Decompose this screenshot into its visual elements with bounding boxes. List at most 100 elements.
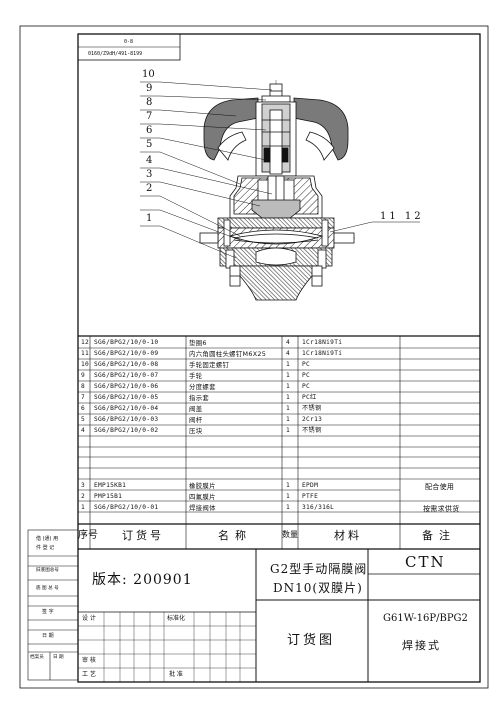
bom-cell-code: SG6/BPG2/10/0-08 — [94, 360, 159, 368]
title-block-lines — [78, 549, 480, 682]
bom-cell-qty: 1 — [286, 481, 291, 489]
balloon-5: 5 — [146, 139, 153, 150]
bom-cell-code: SG6/BPG2/10/0-09 — [94, 349, 159, 357]
bom-cell-material: 1Cr18Ni9Ti — [302, 338, 343, 346]
bom-cell-qty: 4 — [286, 349, 291, 357]
bom-cell-name: 四氟膜片 — [189, 492, 216, 501]
bom-cell-material: PTFE — [302, 492, 319, 500]
balloon-4: 4 — [146, 155, 153, 166]
bom-header-note: 备注 — [422, 529, 456, 542]
bom-cell-code: SG6/BPG2/10/0-05 — [94, 393, 159, 401]
valve-assembly-drawing — [199, 80, 355, 301]
review-label: 审 核 — [82, 657, 96, 664]
process-label: 工 艺 — [82, 671, 96, 678]
bom-header-name: 名称 — [218, 529, 252, 542]
bom-cell-no: 2 — [81, 492, 86, 500]
bom-cell-name: 指示套 — [189, 393, 210, 402]
date-label: 日 期 — [42, 633, 54, 639]
bom-cell-no: 7 — [81, 393, 86, 401]
bom-cell-name: 阀杆 — [189, 415, 203, 424]
order-drawing-label: 订货图 — [287, 633, 336, 648]
version-label: 版本: 200901 — [92, 572, 193, 588]
bom-cell-code: SG6/BPG2/10/0-06 — [94, 382, 159, 390]
bom-cell-code: SG6/BPG2/10/0-03 — [94, 415, 159, 423]
used-on-label: 借 (通) 用 — [36, 536, 59, 542]
bom-cell-code: SG6/BPG2/10/0-07 — [94, 371, 159, 379]
top-code-line1: 0-8 — [124, 39, 134, 45]
bom-cell-no: 3 — [81, 481, 86, 489]
standardize-label: 标准化 — [167, 615, 186, 622]
bom-cell-material: PC — [302, 360, 311, 368]
model-line2: 焊接式 — [402, 639, 441, 652]
date2-label: 日 期 — [53, 655, 64, 660]
left-strip-lines — [27, 529, 79, 681]
title-line2: DN10(双膜片) — [273, 581, 363, 595]
approve-label: 批 准 — [169, 671, 183, 678]
balloon-2: 2 — [146, 183, 153, 194]
top-code-line2: 0160/Z9dH/491-8199 — [88, 51, 143, 57]
bom-header-no: 序号 — [78, 530, 98, 541]
bom-cell-qty: 1 — [286, 426, 291, 434]
design-label: 设 计 — [82, 615, 96, 622]
bom-cell-no: 8 — [81, 382, 86, 390]
parts-register-label: 件 登 记 — [36, 545, 55, 551]
bom-note-row1: 按需求供货 — [423, 505, 460, 513]
bom-cell-material: EPDM — [302, 481, 319, 489]
bom-cell-name: 垫圈6 — [189, 338, 207, 347]
bom-cell-code: SG6/BPG2/10/0-10 — [94, 338, 159, 346]
bom-header-code: 订货号 — [122, 529, 164, 542]
bom-cell-name: 内六角圆柱头螺钉M6X25 — [189, 349, 267, 358]
leader-lines — [140, 81, 420, 259]
bom-cell-qty: 1 — [286, 492, 291, 500]
bom-cell-no: 5 — [81, 415, 86, 423]
archive-label: 档案员 — [30, 655, 44, 660]
bom-cell-name: 阀盖 — [189, 404, 203, 413]
bom-cell-code: SG6/BPG2/10/0-02 — [94, 426, 159, 434]
bom-header-qty: 数量 — [282, 530, 298, 539]
model-line1: G61W-16P/BPG2 — [383, 613, 468, 624]
balloon-7: 7 — [146, 111, 153, 122]
company-name: CTN — [405, 553, 446, 571]
bom-cell-qty: 1 — [286, 371, 291, 379]
bom-cell-material: PC — [302, 382, 311, 390]
bom-cell-no: 11 — [81, 349, 90, 357]
bom-cell-name: 手轮 — [189, 371, 203, 380]
bom-cell-no: 4 — [81, 426, 86, 434]
bom-note-combined: 配合使用 — [425, 483, 455, 491]
bom-cell-qty: 1 — [286, 415, 291, 423]
bom-cell-material: 2Cr13 — [302, 415, 323, 423]
bom-cell-material: 不锈钢 — [302, 426, 322, 434]
bom-cell-name: 压块 — [189, 426, 203, 435]
bom-cell-no: 6 — [81, 404, 86, 412]
balloon-8: 8 — [146, 97, 153, 108]
balloon-10: 10 — [142, 69, 155, 80]
bom-cell-qty: 1 — [286, 404, 291, 412]
bom-cell-name: 焊接阀体 — [189, 503, 216, 512]
bom-cell-name: 分度螺套 — [189, 382, 216, 391]
balloon-1: 1 — [146, 213, 153, 224]
balloon-9: 9 — [146, 83, 153, 94]
bom-cell-qty: 1 — [286, 503, 291, 511]
bom-cell-qty: 1 — [286, 382, 291, 390]
bom-cell-qty: 1 — [286, 393, 291, 401]
bom-cell-no: 9 — [81, 371, 86, 379]
bom-cell-code: PMP15B1 — [94, 492, 123, 500]
bom-cell-material: 不锈钢 — [302, 404, 322, 412]
bom-cell-qty: 1 — [286, 360, 291, 368]
bom-cell-code: SG6/BPG2/10/0-04 — [94, 404, 159, 412]
base-drawing-no-label: 底 图 总 号 — [36, 586, 59, 591]
bom-cell-name: 橡胶膜片 — [189, 481, 216, 490]
bom-cell-code: EMP15KB1 — [94, 481, 127, 489]
sign-label: 签 字 — [42, 609, 54, 615]
bom-cell-material: 316/316L — [302, 503, 335, 511]
bom-cell-material: 1Cr18Ni9Ti — [302, 349, 343, 357]
balloon-3: 3 — [146, 169, 153, 180]
bom-cell-no: 12 — [81, 338, 90, 346]
bom-cell-no: 10 — [81, 360, 90, 368]
bom-cell-code: SG6/BPG2/10/0-01 — [94, 503, 159, 511]
bom-cell-material: PC — [302, 371, 311, 379]
balloon-6: 6 — [146, 125, 153, 136]
bom-cell-qty: 4 — [286, 338, 291, 346]
bom-header-material: 材料 — [334, 529, 362, 542]
